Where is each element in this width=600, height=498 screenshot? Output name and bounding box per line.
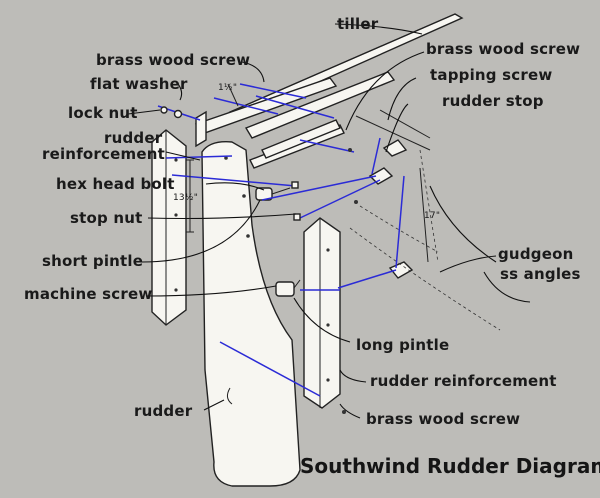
tiller-cheeks (195, 110, 345, 169)
label-tiller: tiller (337, 15, 379, 33)
transom-outline (349, 149, 501, 331)
diagram-title: Southwind Rudder Diagram (300, 454, 600, 478)
rudder-reinforcement-left-part (151, 129, 187, 326)
dimension-marks (186, 83, 429, 263)
label-flat-washer: flat washer (90, 75, 188, 93)
label-rudder-reinforcement-lower: rudder reinforcement (370, 372, 557, 390)
label-short-pintle: short pintle (42, 252, 144, 270)
rudder-blade-part (201, 141, 301, 487)
label-ss-angles: ss angles (500, 265, 581, 283)
dimension-tiller-spacer: 1½" (218, 83, 238, 93)
assembly-axes (157, 83, 405, 397)
label-long-pintle: long pintle (356, 336, 450, 354)
label-stop-nut: stop nut (70, 209, 143, 227)
long-pintle-part (275, 279, 301, 297)
label-rudder-reinforcement-line1: rudder (104, 129, 163, 147)
label-rudder-reinforcement-line2: reinforcement (42, 145, 165, 163)
label-brass-wood-screw-bottom: brass wood screw (366, 410, 521, 428)
label-rudder-stop: rudder stop (442, 92, 544, 110)
gudgeon-parts (355, 109, 431, 279)
leader-lines (127, 23, 531, 419)
label-brass-wood-screw-top-right: brass wood screw (426, 40, 581, 58)
dimension-reinforcement-length: 13½" (173, 193, 199, 203)
rudder-reinforcement-right-part (303, 217, 341, 409)
tiller-part (194, 13, 464, 139)
label-rudder: rudder (134, 402, 193, 420)
label-hex-head-bolt: hex head bolt (56, 175, 175, 193)
label-tapping-screw: tapping screw (430, 66, 553, 84)
label-brass-wood-screw-top-left: brass wood screw (96, 51, 251, 69)
hardware-parts (160, 106, 358, 414)
label-lock-nut: lock nut (68, 104, 138, 122)
dimension-gudgeon-spacing: 17" (424, 211, 441, 221)
label-gudgeon: gudgeon (498, 245, 574, 263)
label-machine-screw: machine screw (24, 285, 153, 303)
